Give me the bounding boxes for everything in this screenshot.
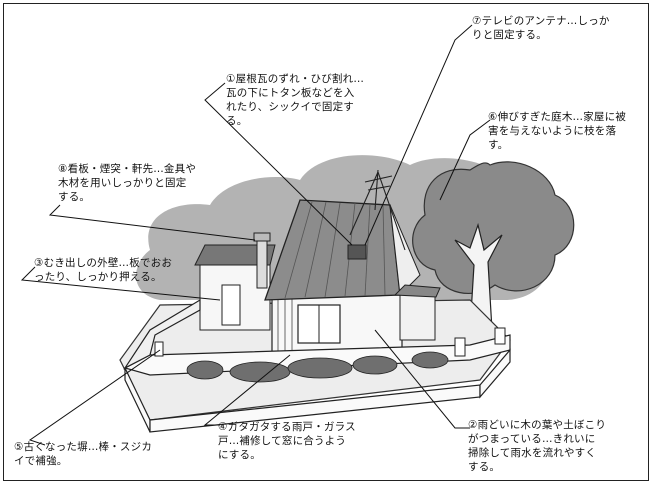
- annotation-line: す。: [488, 139, 509, 151]
- side-shed: [399, 294, 436, 341]
- annotation-line: れたり、シックイで固定す: [226, 101, 354, 113]
- annotation-garden-trees: ⑥伸びすぎた庭木…家屋に被 害を与えないように枝を落 す。: [488, 110, 626, 152]
- tv-antenna: [349, 169, 406, 251]
- annotation-line: ④ガタガタする雨戸・ガラス: [218, 421, 356, 433]
- annotation-line: する。: [468, 461, 501, 473]
- annotation-line: する。: [58, 191, 91, 203]
- annotation-line: がつまっている…きれいに: [468, 433, 596, 445]
- leader-lines: [20, 24, 491, 446]
- annotation-gutter: ②雨どいに木の葉や土ぼこり がつまっている…きれいに 掃除して雨水を流れやすく …: [468, 418, 606, 474]
- fence-posts: [154, 327, 506, 357]
- annotation-line: ②雨どいに木の葉や土ぼこり: [468, 419, 607, 431]
- annotation-line: 瓦の下にトタン板などを入: [226, 87, 355, 99]
- annotation-line: ⑦テレビのアンテナ…しっか: [472, 15, 610, 27]
- annotation-line: ①屋根瓦のずれ・ひび割れ…: [226, 73, 365, 85]
- annotation-line: ⑤古くなった塀…棒・スジカ: [14, 441, 153, 453]
- annotation-line: ったり、しっかり押える。: [34, 271, 162, 283]
- annotation-line: イで補強。: [14, 455, 68, 467]
- annotation-exposed-wall: ③むき出しの外壁…板でおお ったり、しっかり押える。: [34, 256, 172, 284]
- annotation-line: ③むき出しの外壁…板でおお: [34, 257, 173, 269]
- annotation-line: 木材を用いしっかりと固定: [58, 177, 187, 189]
- chimney: [256, 237, 268, 289]
- annotation-line: にする。: [218, 449, 261, 461]
- annotation-roof-tiles: ①屋根瓦のずれ・ひび割れ… 瓦の下にトタン板などを入 れたり、シックイで固定す …: [226, 72, 364, 128]
- annotation-old-fence: ⑤古くなった塀…棒・スジカ イで補強。: [14, 440, 152, 468]
- annotation-line: りと固定する。: [472, 29, 547, 41]
- perimeter-fence: [123, 298, 511, 433]
- annotation-tv-antenna: ⑦テレビのアンテナ…しっか りと固定する。: [472, 14, 610, 42]
- garden-tree: [412, 161, 575, 331]
- annotation-line: ⑧看板・煙突・軒先…金具や: [58, 163, 197, 175]
- annotation-rain-shutters: ④ガタガタする雨戸・ガラス 戸…補修して窓に合うよう にする。: [218, 420, 356, 462]
- annotation-line: る。: [226, 115, 248, 127]
- annotation-signboard-chimney: ⑧看板・煙突・軒先…金具や 木材を用いしっかりと固定 する。: [58, 162, 196, 204]
- annotation-line: 戸…補修して窓に合うよう: [218, 435, 347, 447]
- annotation-line: ⑥伸びすぎた庭木…家屋に被: [488, 111, 627, 123]
- annotation-line: 害を与えないように枝を落: [488, 125, 617, 137]
- annotation-line: 掃除して雨水を流れやすく: [468, 447, 597, 459]
